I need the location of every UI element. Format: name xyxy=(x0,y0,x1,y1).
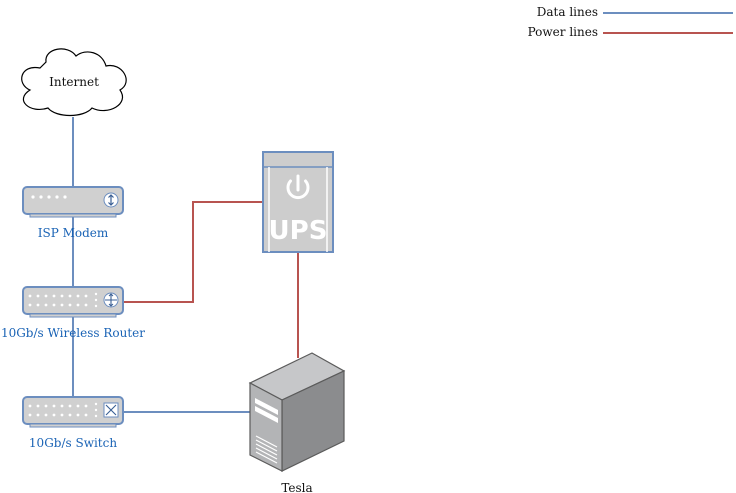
cloud-icon xyxy=(21,48,127,117)
legend-power-label: Power lines xyxy=(528,25,598,39)
router-icon xyxy=(22,286,124,318)
switch-port-leds xyxy=(28,402,98,418)
power-connections xyxy=(123,201,299,358)
power-icon xyxy=(286,174,310,200)
server-node[interactable]: Tesla xyxy=(248,352,346,493)
server-tower-icon xyxy=(248,352,346,472)
ups-body xyxy=(262,151,334,253)
modem-node[interactable]: ISP Modem xyxy=(22,186,124,240)
modem-icon xyxy=(22,186,124,218)
legend-data-label: Data lines xyxy=(537,5,598,19)
switch-node[interactable]: 10Gb/s Switch xyxy=(22,396,124,450)
internet-label: Internet xyxy=(49,75,99,89)
router-node[interactable]: 10Gb/s Wireless Router xyxy=(1,286,145,340)
legend: Data lines Power lines xyxy=(528,5,733,39)
power-line-router-ups xyxy=(123,201,263,303)
modem-label: ISP Modem xyxy=(38,226,109,240)
router-port-leds xyxy=(28,292,98,308)
ups-node[interactable]: UPS xyxy=(262,151,334,253)
switch-icon xyxy=(22,396,124,428)
router-label: 10Gb/s Wireless Router xyxy=(1,326,145,340)
switch-label: 10Gb/s Switch xyxy=(29,436,117,450)
ups-label: UPS xyxy=(269,216,328,246)
server-label: Tesla xyxy=(281,481,312,493)
internet-node[interactable]: Internet xyxy=(21,48,127,117)
data-connections xyxy=(72,117,250,413)
